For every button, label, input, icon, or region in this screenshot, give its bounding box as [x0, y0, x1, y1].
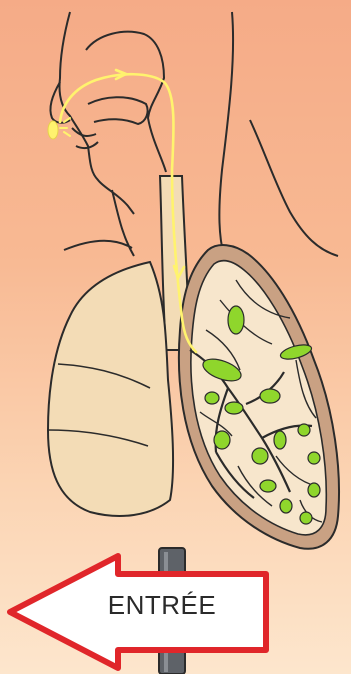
entree-sign-label: ENTRÉE	[62, 590, 262, 621]
neck-front-outline	[64, 190, 134, 256]
throat-back-outline	[219, 12, 233, 262]
alveolus-cluster	[260, 480, 276, 492]
palate-outline	[88, 97, 148, 124]
alveolus-cluster	[280, 499, 292, 513]
alveolus-cluster	[214, 431, 230, 449]
alveolus-cluster	[298, 424, 310, 436]
alveolus-cluster	[225, 402, 243, 414]
alveolus-cluster	[300, 512, 312, 524]
alveolus-cluster	[260, 389, 280, 403]
alveolus-cluster	[274, 431, 286, 449]
alveolus-cluster	[308, 483, 320, 497]
shoulder-outline	[250, 120, 338, 256]
mouth-outline	[72, 128, 98, 148]
alveolus-cluster	[205, 392, 219, 404]
alveolus-cluster	[308, 452, 320, 464]
inhaled-air-puff	[48, 121, 58, 139]
alveolus-cluster	[252, 448, 268, 464]
nasal-cavity-outline	[86, 32, 166, 172]
alveolus-cluster	[228, 306, 244, 334]
head-profile-outline	[59, 12, 134, 214]
left-lung	[48, 262, 173, 516]
